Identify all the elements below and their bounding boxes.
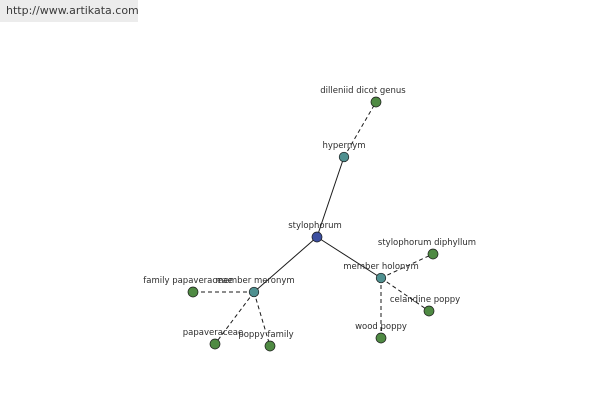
node-label-family-papaveraceae: family papaveraceae xyxy=(143,276,232,286)
node-family-papaveraceae[interactable] xyxy=(187,286,199,298)
node-label-stylophorum: stylophorum xyxy=(288,221,342,231)
edge-stylophorum-to-hypernym xyxy=(316,156,345,238)
node-member-meronym[interactable] xyxy=(248,286,260,298)
node-label-dilleniid: dilleniid dicot genus xyxy=(320,86,406,96)
node-wood-poppy[interactable] xyxy=(375,332,387,344)
node-label-celandine-poppy: celandine poppy xyxy=(390,295,460,305)
watermark-url[interactable]: http://www.artikata.com xyxy=(0,0,138,22)
node-stylophorum[interactable] xyxy=(311,231,323,243)
node-label-wood-poppy: wood poppy xyxy=(355,322,407,332)
edge-stylophorum-to-member-meronym xyxy=(253,236,318,293)
node-celandine-poppy[interactable] xyxy=(423,305,435,317)
labels-layer: stylophorum hypernym dilleniid dicot genus… xyxy=(143,86,476,340)
edge-stylophorum-to-member-holonym xyxy=(316,236,382,279)
node-label-papaveraceae: papaveraceae xyxy=(183,328,244,338)
node-label-member-holonym: member holonym xyxy=(343,262,418,272)
edge-member-meronym-to-papaveraceae xyxy=(214,291,255,345)
node-label-member-meronym: member meronym xyxy=(215,276,294,286)
node-dilleniid[interactable] xyxy=(370,96,382,108)
edge-member-holonym-to-celandine-poppy xyxy=(380,277,430,312)
nodes-layer xyxy=(187,96,439,352)
edge-member-holonym-to-stylophorum-diphyllum xyxy=(380,253,434,279)
edge-member-meronym-to-poppy-family xyxy=(253,291,271,347)
node-label-hypernym: hypernym xyxy=(322,141,365,151)
node-label-poppy-family: poppy family xyxy=(238,330,293,340)
node-label-stylophorum-diphyllum: stylophorum diphyllum xyxy=(378,238,476,248)
node-poppy-family[interactable] xyxy=(264,340,276,352)
edge-hypernym-to-dilleniid xyxy=(343,101,377,158)
node-member-holonym[interactable] xyxy=(375,272,387,284)
node-stylophorum-diphyllum[interactable] xyxy=(427,248,439,260)
node-papaveraceae[interactable] xyxy=(209,338,221,350)
node-hypernym[interactable] xyxy=(338,151,350,163)
edges-layer xyxy=(193,101,434,347)
